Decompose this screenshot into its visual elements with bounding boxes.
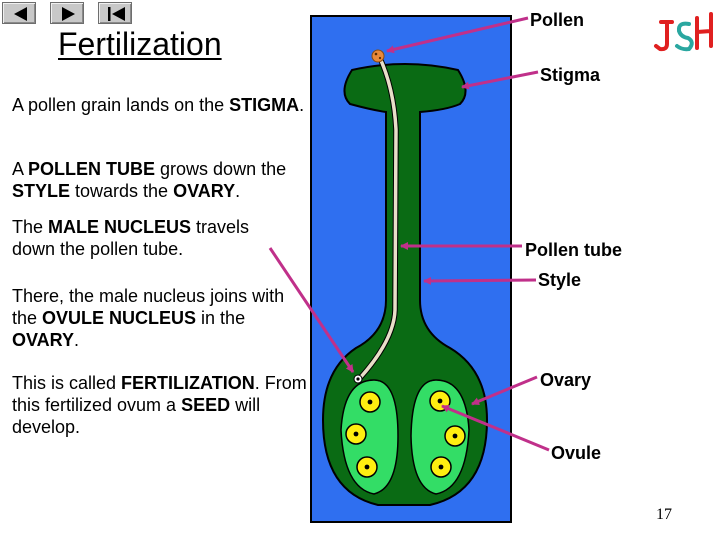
last-page-button[interactable] [98,2,132,24]
pollen-grain [371,49,385,63]
text-run: The [12,217,49,237]
label-pointers [268,16,550,452]
page-number: 17 [656,506,672,523]
bold-term: MALE NUCLEUS [48,217,192,237]
last-page-icon [108,7,125,21]
male-nucleus [353,374,363,384]
text-run: . [74,330,80,350]
text-run: in the [196,308,246,328]
bold-term: SEED [181,395,231,415]
text-run: grows down the [155,159,287,179]
label-ovule: Ovule [551,443,602,463]
jsh-logo [654,12,713,52]
ovule [359,391,381,413]
text-run: . [235,181,241,201]
text-run: A [12,159,29,179]
next-page-icon [62,7,75,21]
paragraph-pollen-tube: A POLLEN TUBE grows down the STYLE towar… [12,158,312,202]
label-stigma: Stigma [540,65,601,85]
pointer-stigma [461,70,539,90]
ovules [345,390,466,478]
text-run: . [299,95,305,115]
bold-term: POLLEN TUBE [28,159,156,179]
bold-term: FERTILIZATION [121,373,255,393]
label-style: Style [538,270,582,290]
pointer-ovary [471,375,538,406]
ovule [444,425,466,447]
text-run: There, the male nucleus joins with the [12,286,285,328]
pointer-style [423,276,537,285]
bold-term: OVARY [173,181,236,201]
ovary-chamber-right [410,379,470,495]
page-title: Fertilization [58,26,222,62]
text-run: travels down the pollen tube. [12,217,250,259]
paragraph-male-nucleus: The MALE NUCLEUS travels down the pollen… [12,216,292,260]
paragraph-ovule-nucleus: There, the male nucleus joins with the O… [12,285,292,351]
pointer-pollen [386,16,529,54]
first-page-icon [14,7,27,21]
ovule [356,456,378,478]
bold-term: STYLE [12,181,71,201]
ovule [345,423,367,445]
pollen-tube-inner [358,54,398,380]
pointer-ovule [441,404,550,452]
first-page-button[interactable] [2,2,36,24]
bold-term: OVULE NUCLEUS [42,308,197,328]
text-run: towards the [70,181,174,201]
label-pollen-tube: Pollen tube [525,240,623,260]
text-run: A pollen grain lands on the [12,95,230,115]
ovary-chamber-left [340,379,399,495]
ovule [430,456,452,478]
paragraph-fertilization: This is called FERTILIZATION. From this … [12,372,307,438]
paragraph-stigma: A pollen grain lands on the STIGMA. [12,94,312,116]
label-ovary: Ovary [540,370,592,390]
text-run: will develop. [12,395,261,437]
next-page-button[interactable] [50,2,84,24]
label-pollen: Pollen [530,10,585,30]
bold-term: STIGMA [229,95,300,115]
text-run: . From this fertilized ovum a [12,373,307,415]
bold-term: OVARY [12,330,75,350]
text-run: This is called [12,373,122,393]
pointer-male-nucleus [268,247,355,373]
